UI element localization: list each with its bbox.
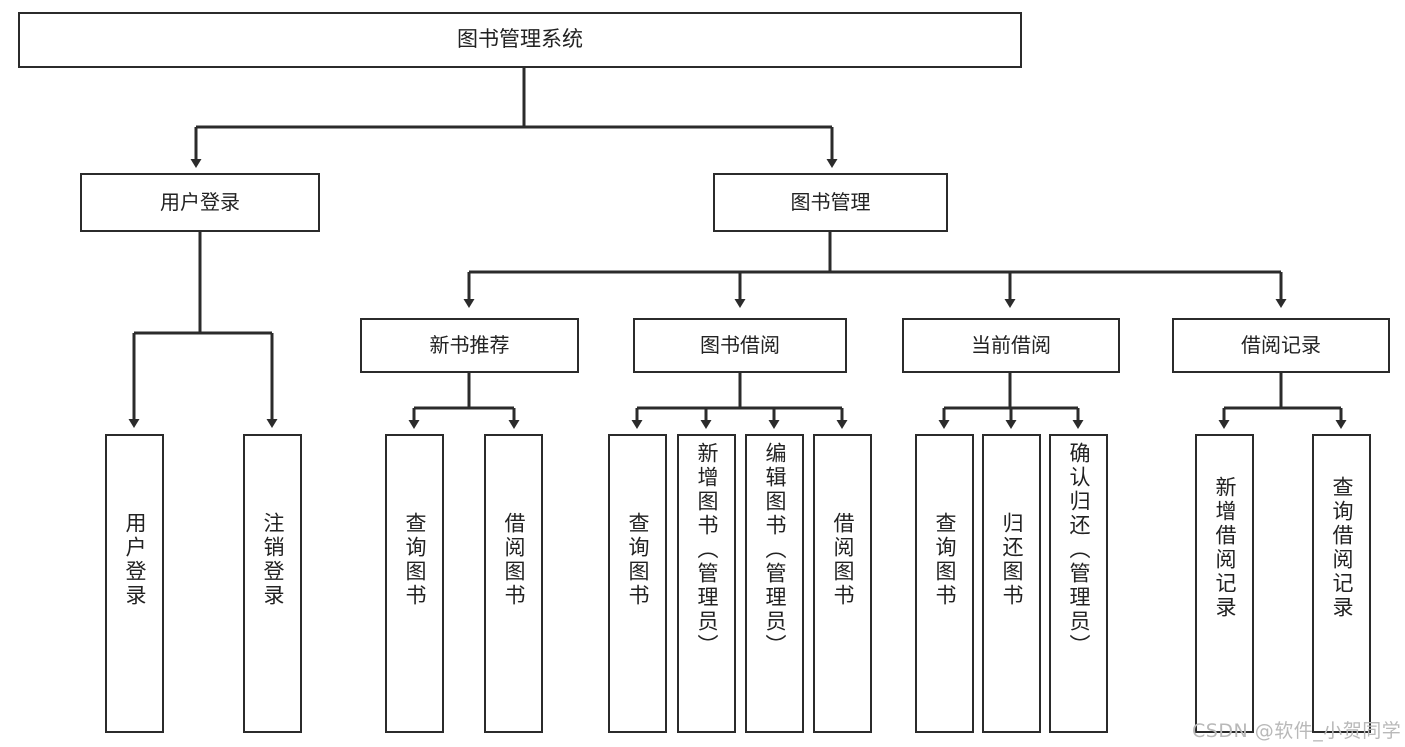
- node-new-book-recommend-label: 新书推荐: [429, 333, 510, 358]
- node-book-borrow[interactable]: 图书借阅: [633, 318, 847, 373]
- leaf-borrow-borrow-book-label: 借阅图书: [831, 512, 855, 608]
- leaf-borrow-add-book[interactable]: 新增图书（管理员）: [677, 434, 736, 733]
- leaf-current-confirm-return-label: 确认归还（管理员）: [1067, 442, 1091, 658]
- leaf-current-query-book-label: 查询图书: [933, 512, 957, 608]
- leaf-records-query[interactable]: 查询借阅记录: [1312, 434, 1371, 733]
- csdn-watermark: CSDN @软件_小贺同学: [1192, 720, 1402, 742]
- leaf-current-return-book-label: 归还图书: [1000, 512, 1024, 608]
- leaf-new-book-borrow[interactable]: 借阅图书: [484, 434, 543, 733]
- leaf-user-login-signout[interactable]: 注销登录: [243, 434, 302, 733]
- leaf-new-book-query-label: 查询图书: [403, 512, 427, 608]
- leaf-current-confirm-return[interactable]: 确认归还（管理员）: [1049, 434, 1108, 733]
- node-book-management-label: 图书管理: [790, 190, 871, 215]
- leaf-current-return-book[interactable]: 归还图书: [982, 434, 1041, 733]
- leaf-borrow-query-book-label: 查询图书: [626, 512, 650, 608]
- node-current-borrow[interactable]: 当前借阅: [902, 318, 1120, 373]
- leaf-user-login-signin[interactable]: 用户登录: [105, 434, 164, 733]
- leaf-user-login-signout-label: 注销登录: [261, 512, 285, 608]
- leaf-records-query-label: 查询借阅记录: [1330, 476, 1354, 620]
- leaf-borrow-edit-book-label: 编辑图书（管理员）: [763, 442, 787, 658]
- leaf-user-login-signin-label: 用户登录: [123, 512, 147, 608]
- node-borrow-records[interactable]: 借阅记录: [1172, 318, 1390, 373]
- leaf-records-add[interactable]: 新增借阅记录: [1195, 434, 1254, 733]
- leaf-new-book-query[interactable]: 查询图书: [385, 434, 444, 733]
- leaf-new-book-borrow-label: 借阅图书: [502, 512, 526, 608]
- leaf-borrow-borrow-book[interactable]: 借阅图书: [813, 434, 872, 733]
- node-root-label: 图书管理系统: [457, 27, 583, 52]
- leaf-borrow-query-book[interactable]: 查询图书: [608, 434, 667, 733]
- node-book-management[interactable]: 图书管理: [713, 173, 948, 232]
- node-user-login[interactable]: 用户登录: [80, 173, 320, 232]
- node-current-borrow-label: 当前借阅: [971, 333, 1051, 358]
- node-new-book-recommend[interactable]: 新书推荐: [360, 318, 579, 373]
- node-book-borrow-label: 图书借阅: [700, 333, 780, 358]
- leaf-borrow-edit-book[interactable]: 编辑图书（管理员）: [745, 434, 804, 733]
- node-borrow-records-label: 借阅记录: [1241, 333, 1321, 358]
- node-user-login-label: 用户登录: [160, 190, 240, 215]
- leaf-current-query-book[interactable]: 查询图书: [915, 434, 974, 733]
- node-root[interactable]: 图书管理系统: [18, 12, 1022, 68]
- leaf-records-add-label: 新增借阅记录: [1213, 476, 1237, 620]
- leaf-borrow-add-book-label: 新增图书（管理员）: [695, 442, 719, 658]
